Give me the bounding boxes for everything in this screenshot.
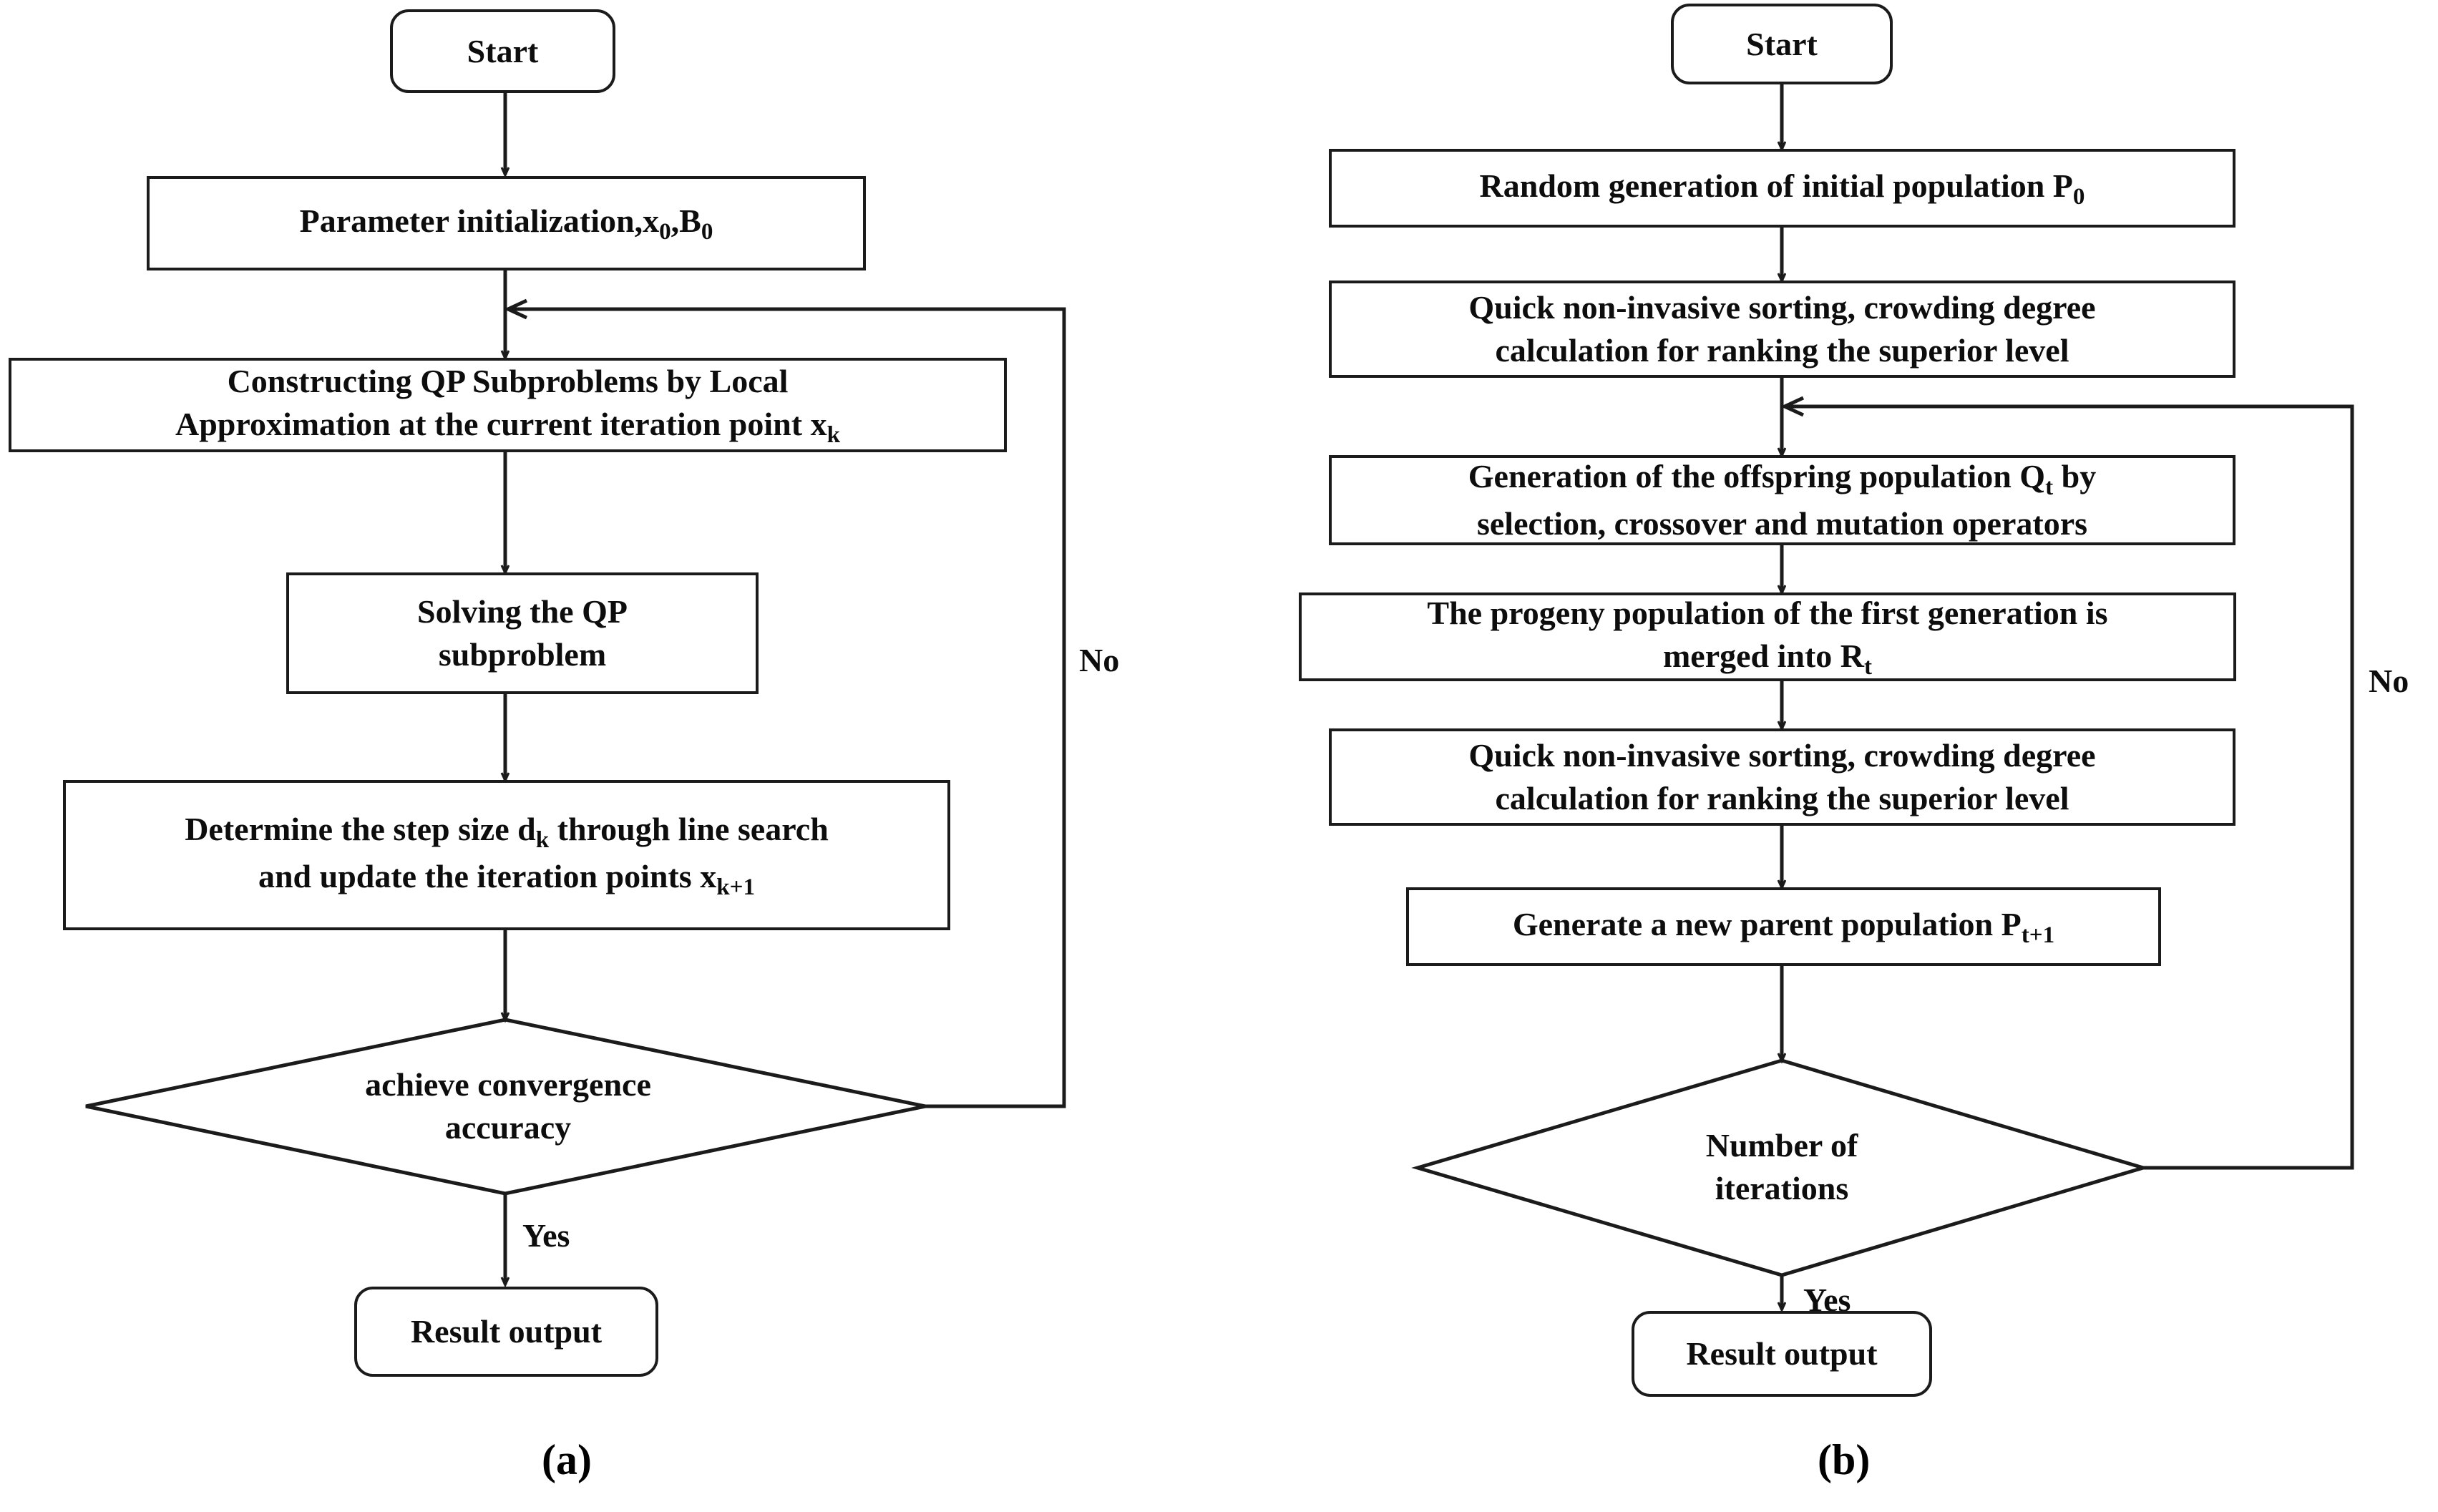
node-b-start[interactable]: Start	[1671, 4, 1893, 84]
offspring-line1-sub: t	[2045, 474, 2054, 501]
node-b-randpop-label: Random generation of initial population …	[1470, 165, 2095, 212]
qp-line2-sub: k	[827, 421, 840, 448]
step-line1-post: through line search	[549, 811, 829, 848]
node-b-offspring-line1: Generation of the offspring population Q…	[1458, 455, 2106, 502]
arrowhead-a-feedback	[504, 298, 528, 320]
node-b-decision-line1: Number of	[1705, 1127, 1858, 1164]
init-sub-0b: 0	[701, 218, 713, 245]
node-a-parameter-initialization-label: Parameter initialization,x0,B0	[290, 200, 723, 247]
node-a-result-output-label: Result output	[410, 1313, 603, 1350]
node-b-quick-sorting-1[interactable]: Quick non-invasive sorting, crowding deg…	[1329, 281, 2235, 378]
init-sub-0a: 0	[659, 218, 671, 245]
edge-a-feedback-no	[509, 307, 1066, 1108]
merge-line2-sub: t	[1864, 653, 1873, 680]
node-b-number-of-iterations[interactable]: Number of iterations	[1553, 1106, 2011, 1228]
node-a-result-output[interactable]: Result output	[354, 1287, 658, 1377]
node-a-qp-line1: Constructing QP Subproblems by Local	[227, 363, 789, 400]
newparent-pre: Generate a new parent population P	[1512, 906, 2022, 942]
node-a-decision-line1: achieve convergence	[365, 1066, 651, 1103]
node-b-offspring-line2: selection, crossover and mutation operat…	[1476, 505, 2088, 542]
decision-shape-a	[85, 1018, 926, 1196]
node-a-parameter-initialization[interactable]: Parameter initialization,x0,B0	[147, 176, 866, 270]
node-b-decision-line2: iterations	[1715, 1170, 1849, 1206]
step-line2-sub: k+1	[716, 873, 756, 900]
caption-a: (a)	[542, 1436, 592, 1483]
edge-label-b-no: No	[2369, 663, 2409, 699]
node-b-merge-progeny[interactable]: The progeny population of the first gene…	[1299, 592, 2236, 681]
node-a-start[interactable]: Start	[390, 9, 615, 93]
node-b-sort1-line2: calculation for ranking the superior lev…	[1495, 332, 2069, 369]
randpop-pre: Random generation of initial population …	[1479, 167, 2073, 204]
node-a-solve-line2: subproblem	[438, 636, 607, 673]
node-b-offspring-generation[interactable]: Generation of the offspring population Q…	[1329, 455, 2235, 545]
node-a-constructing-qp-subproblems[interactable]: Constructing QP Subproblems by Local App…	[9, 358, 1007, 452]
node-b-random-generation[interactable]: Random generation of initial population …	[1329, 149, 2235, 228]
node-b-generate-new-parent[interactable]: Generate a new parent population Pt+1	[1406, 887, 2161, 966]
node-a-achieve-convergence-accuracy[interactable]: achieve convergence accuracy	[236, 1046, 780, 1166]
node-a-step-line1: Determine the step size dk through line …	[175, 808, 839, 855]
node-b-result-output[interactable]: Result output	[1632, 1311, 1932, 1397]
node-b-quick-sorting-2[interactable]: Quick non-invasive sorting, crowding deg…	[1329, 728, 2235, 826]
node-a-step-line2: and update the iteration points xk+1	[248, 855, 765, 902]
node-a-qp-line2: Approximation at the current iteration p…	[165, 403, 850, 450]
newparent-sub: t+1	[2021, 921, 2055, 948]
step-line1-sub: k	[535, 826, 550, 853]
node-a-determine-step-size[interactable]: Determine the step size dk through line …	[63, 780, 950, 930]
node-b-newparent-label: Generate a new parent population Pt+1	[1503, 903, 2064, 950]
node-a-start-label: Start	[467, 32, 539, 69]
init-text-pre: Parameter initialization,x	[299, 203, 660, 239]
node-b-sort1-line1: Quick non-invasive sorting, crowding deg…	[1468, 289, 2096, 326]
edge-label-a-no: No	[1079, 642, 1120, 678]
node-b-start-label: Start	[1746, 25, 1818, 62]
node-b-result-output-label: Result output	[1686, 1335, 1878, 1372]
node-a-decision-line2: accuracy	[444, 1109, 572, 1146]
arrowhead-b-feedback	[1780, 396, 1805, 417]
node-a-solve-line1: Solving the QP	[417, 593, 628, 630]
node-b-sort2-line1: Quick non-invasive sorting, crowding deg…	[1468, 737, 2096, 774]
step-line1-pre: Determine the step size d	[185, 811, 536, 848]
node-a-solving-qp-subproblem[interactable]: Solving the QP subproblem	[286, 572, 759, 694]
decision-shape-b	[1411, 1058, 2150, 1277]
node-b-merge-line1: The progeny population of the first gene…	[1427, 595, 2108, 632]
merge-line2-pre: merged into R	[1662, 637, 1865, 674]
init-text-mid: ,B	[671, 203, 701, 239]
edge-label-a-yes: Yes	[522, 1217, 570, 1254]
randpop-sub: 0	[2072, 182, 2085, 210]
caption-b: (b)	[1818, 1436, 1871, 1483]
edge-b-feedback-no	[1786, 404, 2354, 1170]
offspring-line1-post: by	[2053, 458, 2097, 495]
qp-line2-pre: Approximation at the current iteration p…	[175, 405, 827, 442]
offspring-line1-pre: Generation of the offspring population Q	[1468, 458, 2046, 495]
node-b-merge-line2: merged into Rt	[1653, 635, 1882, 682]
step-line2-pre: and update the iteration points x	[258, 858, 717, 894]
node-b-sort2-line2: calculation for ranking the superior lev…	[1495, 780, 2069, 816]
